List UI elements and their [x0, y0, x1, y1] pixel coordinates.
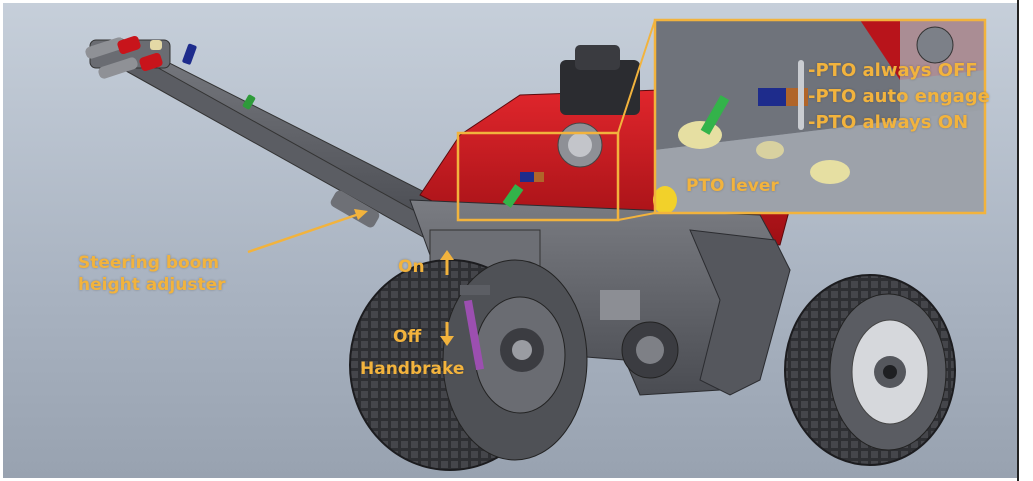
off-label: Off	[393, 327, 422, 347]
steering-boom	[85, 35, 451, 239]
handbrake-lever	[460, 285, 490, 371]
pto-option-always-on: -PTO always ON	[808, 112, 969, 133]
on-arrow	[440, 250, 454, 275]
off-arrow	[440, 322, 454, 346]
pto-option-always-off: -PTO always OFF	[808, 60, 978, 81]
steering-boom-label: Steering boom height adjuster	[78, 252, 226, 296]
pto-detail-inset	[653, 20, 985, 214]
front-wheel	[349, 259, 588, 471]
steering-boom-label-line2: height adjuster	[78, 275, 226, 295]
steering-boom-label-line1: Steering boom	[78, 253, 220, 273]
rear-wheel	[784, 274, 956, 466]
handbrake-label: Handbrake	[360, 359, 465, 379]
on-label: On	[398, 257, 425, 277]
pto-option-auto-engage: -PTO auto engage	[808, 86, 990, 107]
pto-lever-highlight-box	[456, 131, 620, 222]
pto-inset-frame	[653, 18, 987, 215]
pto-lever-label: PTO lever	[686, 176, 779, 196]
steering-boom-pointer	[247, 211, 363, 254]
